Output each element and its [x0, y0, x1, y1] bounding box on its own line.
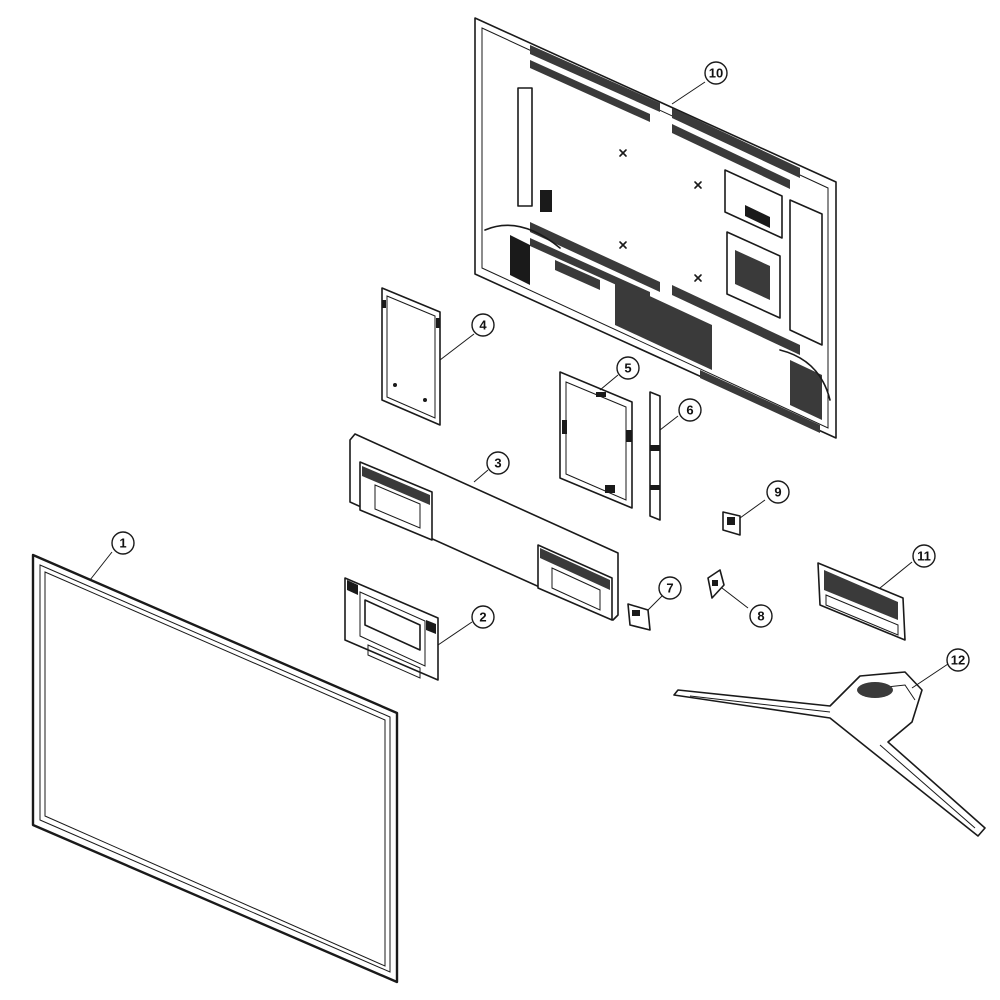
part-12-stand-base[interactable] [673, 671, 986, 837]
callout-number-3: 3 [494, 456, 501, 471]
leader-11 [879, 561, 913, 589]
callout-11: 11 [912, 544, 936, 568]
leader-5 [599, 374, 619, 391]
callout-number-6: 6 [686, 403, 693, 418]
callout-circle-11 [912, 544, 936, 568]
callout-number-1: 1 [119, 536, 126, 551]
callout-4: 4 [471, 313, 495, 337]
callout-1: 1 [111, 531, 135, 555]
part-5-main-board[interactable] [559, 371, 633, 509]
callout-9: 9 [766, 480, 790, 504]
leader-12 [911, 663, 949, 689]
callout-circle-9 [766, 480, 790, 504]
callout-8: 8 [749, 604, 773, 628]
callout-circle-2 [471, 605, 495, 629]
callout-number-10: 10 [709, 66, 723, 81]
callout-circle-3 [486, 451, 510, 475]
part-3-speaker-set[interactable] [349, 433, 619, 621]
leader-9 [739, 499, 766, 519]
callout-3: 3 [486, 451, 510, 475]
callout-number-4: 4 [479, 318, 487, 333]
callout-7: 7 [658, 576, 682, 600]
part-7-button-module[interactable] [627, 603, 651, 631]
leader-3 [473, 469, 489, 483]
callout-number-11: 11 [917, 549, 931, 564]
callout-circle-10 [704, 61, 728, 85]
callout-5: 5 [616, 356, 640, 380]
part-11-stand-neck[interactable] [817, 562, 906, 641]
callout-circle-5 [616, 356, 640, 380]
leader-2 [437, 621, 473, 646]
callout-number-7: 7 [666, 581, 673, 596]
leader-10 [671, 81, 706, 105]
callout-12: 12 [946, 648, 970, 672]
leader-7 [647, 595, 663, 611]
leader-4 [439, 333, 475, 361]
callout-circle-6 [678, 398, 702, 422]
callout-circle-4 [471, 313, 495, 337]
part-1-display-panel[interactable] [31, 553, 399, 984]
callout-2: 2 [471, 605, 495, 629]
callout-number-5: 5 [624, 361, 631, 376]
leader-6 [659, 415, 679, 431]
part-4-circuit-board[interactable] [381, 287, 441, 426]
callout-circle-12 [946, 648, 970, 672]
part-2-bracket[interactable] [344, 577, 439, 681]
callout-6: 6 [678, 398, 702, 422]
callout-circle-8 [749, 604, 773, 628]
part-6-side-strip[interactable] [649, 391, 661, 521]
callout-number-8: 8 [757, 609, 764, 624]
callout-circle-7 [658, 576, 682, 600]
leader-1 [89, 551, 113, 581]
callout-10: 10 [704, 61, 728, 85]
part-9-clip[interactable] [722, 511, 741, 536]
callout-number-9: 9 [774, 485, 781, 500]
callout-circle-1 [111, 531, 135, 555]
callout-number-2: 2 [479, 610, 486, 625]
part-8-clip[interactable] [707, 569, 725, 599]
part-10-rear-cover[interactable] [474, 17, 837, 439]
callout-number-12: 12 [951, 653, 965, 668]
leader-8 [721, 587, 749, 609]
